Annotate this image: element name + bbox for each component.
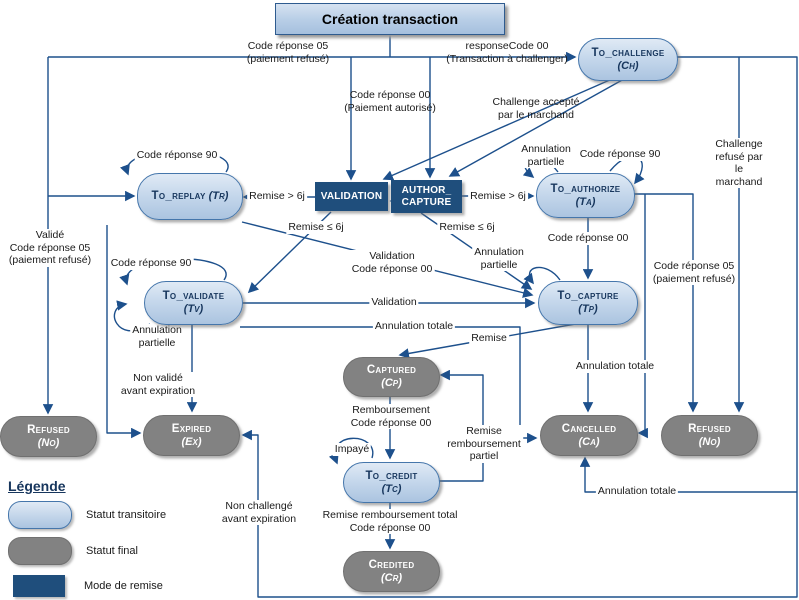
label-tr-to-capture: Validation Code réponse 00 (349, 250, 435, 275)
state-to-challenge: To_challenge (Ch) (578, 38, 678, 81)
box-validation: VALIDATION (315, 182, 388, 211)
edge-challenge-expired (241, 56, 798, 598)
label-challenge-accepted: Challenge accepté par le marchand (492, 96, 580, 121)
label-ac-to-authorize: Remise > 6j (468, 190, 528, 203)
edge-ta-cancelled (637, 194, 648, 439)
loop-to-capture (523, 266, 561, 285)
edge-challenge-validation (382, 78, 613, 181)
label-create-auth: Code réponse 00 (Paiement autorisé) (344, 89, 436, 114)
state-to-capture: To_capture (Tp) (538, 281, 638, 325)
label-ta-to-capture: Code réponse 00 (545, 232, 631, 245)
state-to-replay: To_replay (Tr) (137, 173, 243, 220)
state-expired: Expired (Ex) (143, 415, 240, 456)
edge-tr-expired (106, 225, 142, 439)
state-to-credit: To_credit (Tc) (343, 462, 440, 503)
label-tr-loop: Code réponse 90 (134, 149, 220, 162)
legend-title: Légende (8, 478, 66, 494)
label-ta-loop-left: Annulation partielle (519, 143, 573, 168)
label-tp-cancelled: Annulation totale (573, 360, 657, 373)
label-ac-to-capture: Remise ≤ 6j (437, 221, 497, 234)
label-to-credit-captured: Remise remboursement partiel (445, 425, 523, 463)
label-tv-to-capture: Validation (369, 296, 419, 309)
state-cancelled: Cancelled (Ca) (540, 415, 638, 456)
label-create-challenge: responseCode 00 (Transaction à challenge… (446, 40, 568, 65)
box-author-capture: AUTHOR_ CAPTURE (391, 180, 462, 213)
label-validation-to-replay: Remise > 6j (247, 190, 307, 203)
state-refused-right: Refused (No) (661, 415, 758, 456)
legend-item-transitoire: Statut transitoire (8, 501, 166, 529)
edge-annulation-cancelled-bottom (579, 456, 797, 493)
label-captured-to-credit: Remboursement Code réponse 00 (348, 404, 434, 429)
label-ta-refused: Code réponse 05 (paiement refusé) (650, 260, 738, 285)
label-tv-loop-bottom: Annulation partielle (130, 324, 184, 349)
state-refused-left: Refused (No) (0, 416, 97, 457)
legend: Légende Statut transitoire Statut final … (8, 478, 166, 600)
label-ta-loop-right: Code réponse 90 (577, 148, 663, 161)
page-title: Création transaction (275, 3, 505, 35)
legend-swatch-transitoire (8, 501, 72, 529)
state-to-authorize: To_authorize (Ta) (536, 173, 635, 218)
legend-swatch-mode-remise (13, 575, 65, 597)
label-tv-expired: Non validé avant expiration (118, 372, 198, 397)
label-annulation-totale-bottom: Annulation totale (595, 485, 679, 498)
label-tp-loop: Annulation partielle (472, 246, 526, 271)
edge-challenge-author-capture (448, 78, 625, 177)
label-tr-refused: Validé Code réponse 05 (paiement refusé) (6, 229, 94, 267)
label-tv-cancelled: Annulation totale (372, 320, 456, 333)
legend-swatch-final (8, 537, 72, 565)
legend-item-mode-remise: Mode de remise (8, 573, 166, 599)
label-create-refused: Code réponse 05 (paiement refusé) (246, 40, 330, 65)
label-to-credit-credited: Remise remboursement total Code réponse … (320, 509, 460, 534)
label-tp-captured: Remise (469, 332, 509, 345)
label-tc-loop: Impayé (332, 443, 372, 456)
label-challenge-expired: Non challengé avant expiration (219, 500, 299, 525)
legend-item-final: Statut final (8, 537, 166, 565)
label-tv-loop-top: Code réponse 90 (108, 257, 194, 270)
state-to-validate: To_validate (Tv) (144, 281, 243, 325)
state-credited: Credited (Cr) (343, 551, 440, 592)
label-validation-to-validate: Remise ≤ 6j (286, 221, 346, 234)
state-captured: Captured (Cp) (343, 357, 440, 397)
edge-ta-refused (633, 193, 699, 413)
label-challenge-refused: Challenge refusé par le marchand (709, 138, 769, 188)
